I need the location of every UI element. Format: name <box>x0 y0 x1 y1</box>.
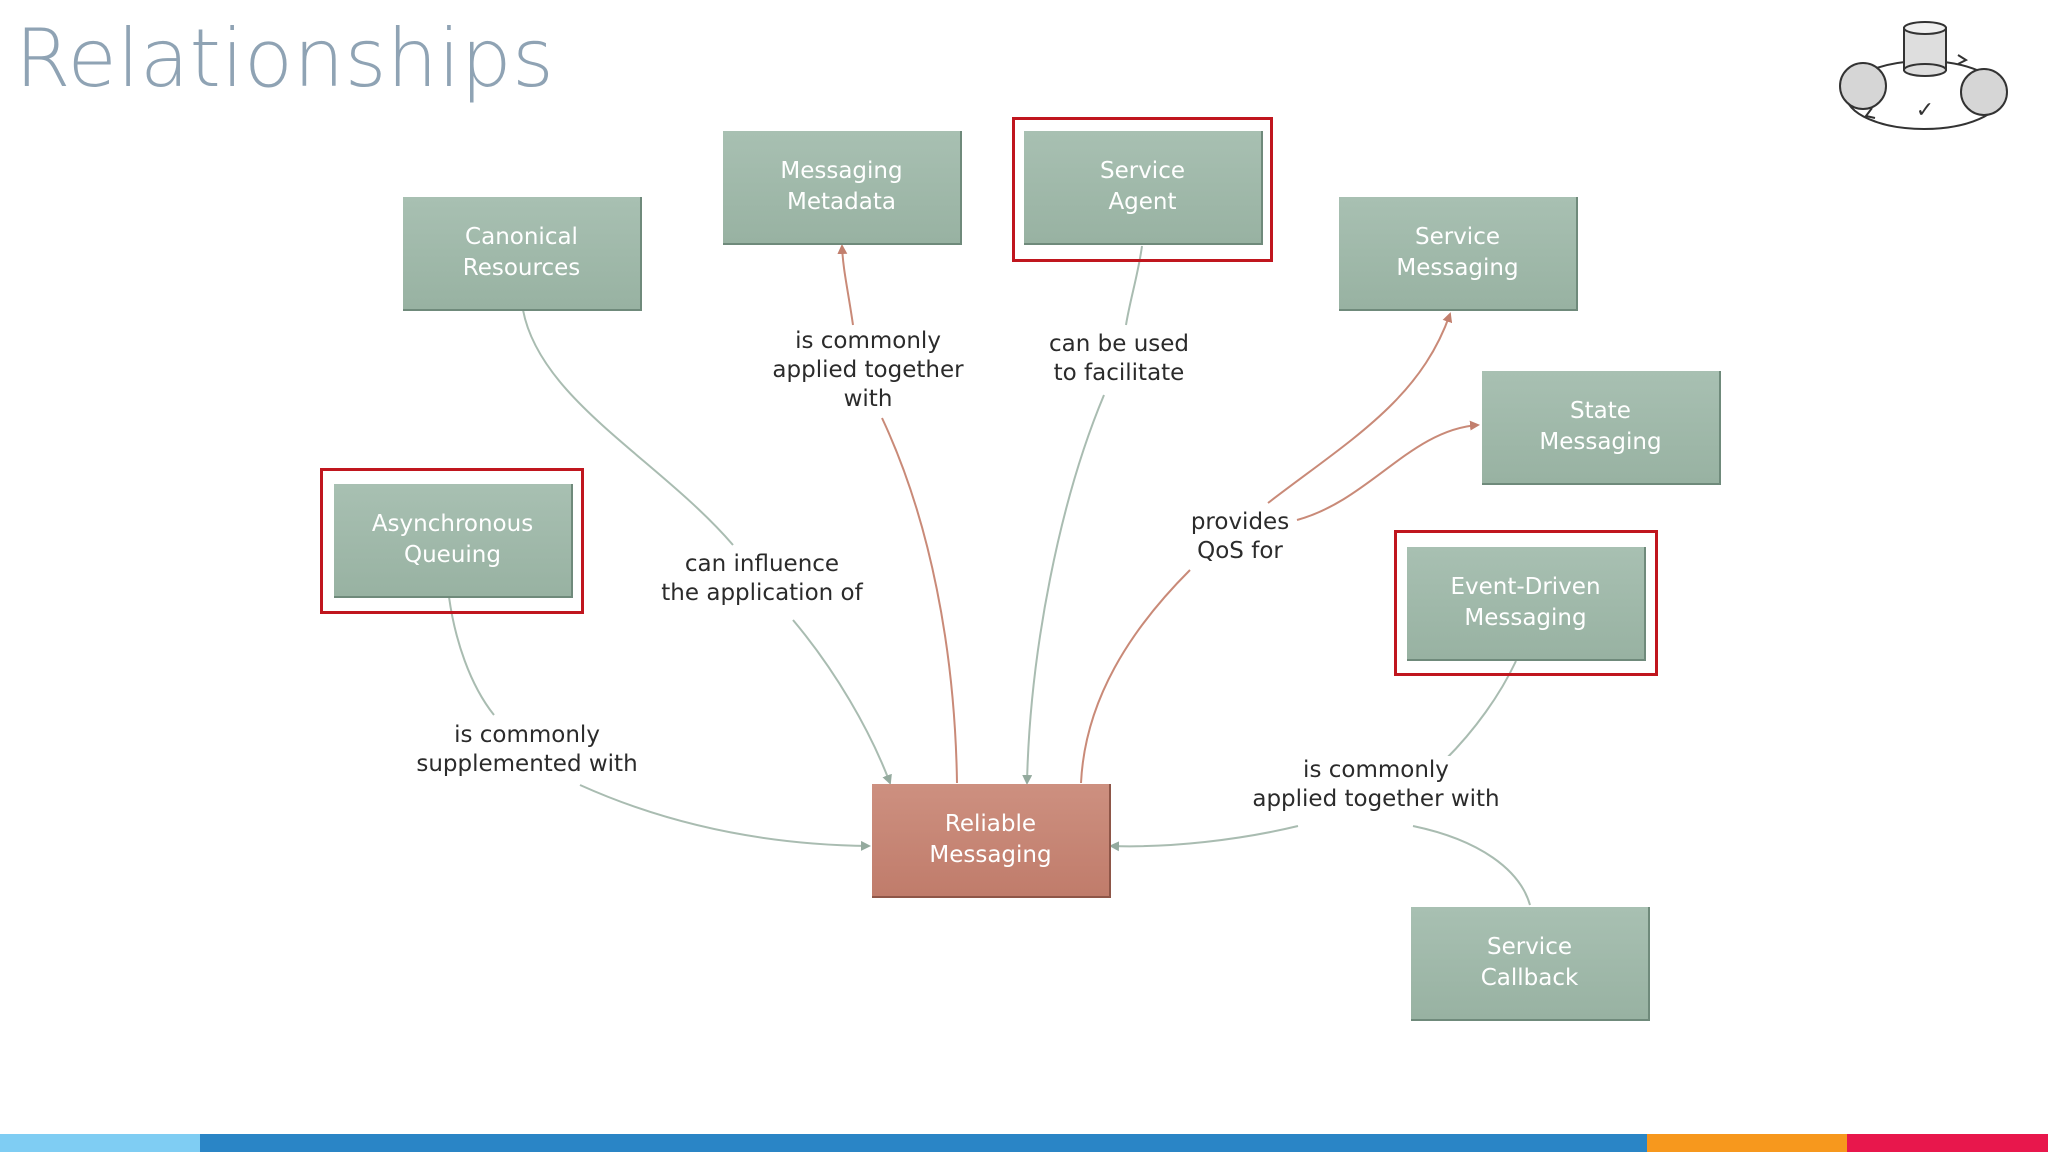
edge-label-supplemented: is commonly supplemented with <box>416 721 638 779</box>
edge-messaging-metadata <box>881 417 958 784</box>
highlight-event-driven-messaging <box>1394 530 1658 676</box>
edge-messaging-metadata-top <box>837 244 854 326</box>
footer-color-bar <box>0 1134 2048 1152</box>
edge-asynchronous-queuing <box>579 784 871 851</box>
edge-canonical-resources <box>522 309 734 546</box>
edge-label-commonly-applied: is commonly applied together with <box>772 327 964 414</box>
edge-service-callback <box>1412 825 1531 906</box>
edge-label-influence: can influence the application of <box>661 550 863 608</box>
node-service-callback: Service Callback <box>1411 907 1650 1021</box>
node-asynchronous-queuing: Asynchronous Queuing <box>334 484 573 598</box>
edge-state-messaging <box>1296 420 1480 521</box>
edge-event-driven-top <box>1444 660 1517 761</box>
node-messaging-metadata: Messaging Metadata <box>723 131 962 245</box>
edge-canonical-resources-end <box>792 619 892 785</box>
edge-label-facilitate: can be used to facilitate <box>1049 330 1189 388</box>
footer-bar-blue <box>200 1134 1647 1152</box>
node-reliable-messaging: Reliable Messaging <box>872 784 1111 898</box>
footer-bar-pink <box>1847 1134 2048 1152</box>
edge-provides-qos <box>1080 569 1191 784</box>
edge-label-qos: provides QoS for <box>1190 508 1290 566</box>
edge-label-commonly-applied-2: is commonly applied together with <box>1252 756 1500 814</box>
node-event-driven-messaging: Event-Driven Messaging <box>1407 547 1646 661</box>
node-service-agent: Service Agent <box>1024 131 1263 245</box>
page-title: Relationships <box>15 12 555 105</box>
check-mark-icon: ✓ <box>1916 98 1934 123</box>
edge-service-agent-top <box>1125 245 1143 326</box>
edge-service-messaging <box>1267 312 1453 504</box>
edge-asynchronous-queuing-top <box>448 596 495 716</box>
footer-bar-orange <box>1647 1134 1847 1152</box>
footer-bar-light-blue <box>0 1134 200 1152</box>
node-service-messaging: Service Messaging <box>1339 197 1578 311</box>
highlight-asynchronous-queuing <box>320 468 584 614</box>
edge-event-driven <box>1109 825 1299 852</box>
node-canonical-resources: Canonical Resources <box>403 197 642 311</box>
highlight-service-agent <box>1012 117 1273 262</box>
node-state-messaging: State Messaging <box>1482 371 1721 485</box>
database-cycle-icon: ✓ <box>1839 21 2008 130</box>
edge-service-agent <box>1022 394 1105 785</box>
